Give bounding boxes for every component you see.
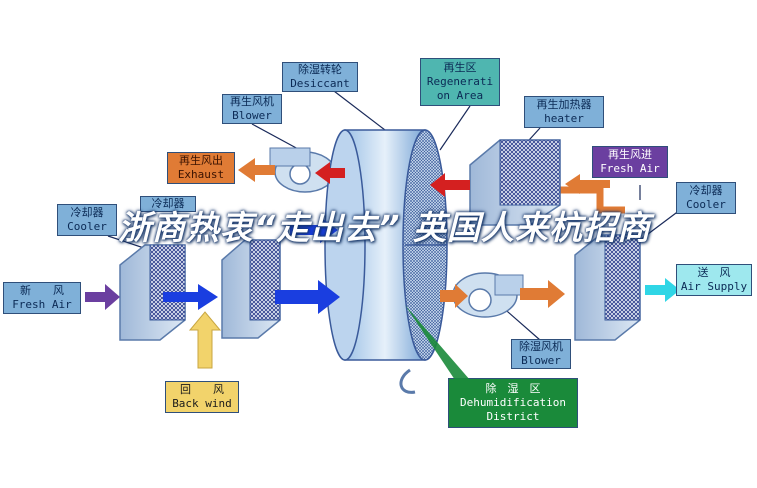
air-supply-arrow [645, 278, 680, 302]
air-supply-label: 送 风 Air Supply [676, 264, 752, 296]
cooler-right-label-en: Cooler [686, 198, 726, 211]
fresh-air-label-en: Fresh Air [12, 298, 72, 311]
regen-area-label-en2: on Area [436, 89, 484, 102]
regen-heater-label-zh: 再生加热器 [536, 98, 592, 111]
regen-heater-label: 再生加热器 heater [524, 96, 604, 128]
fresh-air-label: 新 风 Fresh Air [3, 282, 81, 314]
fresh-air-arrow [85, 284, 120, 310]
cooler-right-unit [574, 234, 641, 341]
exhaust-label-en: Exhaust [177, 168, 225, 181]
cooler-mid-label-zh: 冷却器 [151, 197, 185, 210]
dehum-out-arrow-1 [440, 284, 468, 308]
exhaust-arrow [238, 158, 275, 182]
regen-blower-label-zh: 再生风机 [230, 95, 274, 108]
exhaust-label: 再生风出 Exhaust [167, 152, 235, 184]
cooler-right-label: 冷却器 Cooler [676, 182, 736, 214]
desiccant-label-en: Desiccant [290, 77, 350, 90]
desiccant-label-zh: 除湿转轮 [298, 63, 342, 76]
air-supply-label-zh: 送 风 [697, 266, 731, 279]
cooler-mid-unit [221, 239, 281, 339]
process-arrow-3 [290, 217, 338, 243]
regen-in-arrow [430, 173, 470, 197]
regen-area-label: 再生区 Regenerati on Area [420, 58, 500, 106]
cooler-mid-label: 冷却器 [140, 196, 196, 212]
dehum-district-label-zh: 除 湿 区 [485, 382, 541, 395]
regen-out-arrow [315, 162, 345, 184]
process-arrow-2 [275, 280, 340, 314]
regen-blower-label: 再生风机 Blower [222, 94, 282, 124]
flow-arrows [85, 158, 680, 369]
cooler-right-label-zh: 冷却器 [689, 184, 723, 197]
cooler-left-label-en: Cooler [67, 220, 107, 233]
cooler-left-label-zh: 冷却器 [70, 206, 104, 219]
desiccant-label: 除湿转轮 Desiccant [282, 62, 358, 92]
air-supply-label-en: Air Supply [680, 280, 748, 293]
dehum-blower-label-zh: 除湿风机 [519, 340, 563, 353]
regen-fresh-air-label-zh: 再生风进 [608, 148, 652, 161]
process-arrow-1 [163, 284, 218, 310]
cooler-left-label: 冷却器 Cooler [57, 204, 117, 236]
fresh-air-label-zh: 新 风 [20, 284, 64, 297]
regen-blower-label-en: Blower [232, 109, 272, 122]
dehum-district-label: 除 湿 区 Dehumidification District [448, 378, 578, 428]
regen-fresh-air-label: 再生风进 Fresh Air [592, 146, 668, 178]
back-wind-arrow [188, 311, 222, 369]
dehum-blower-label: 除湿风机 Blower [511, 339, 571, 369]
dehum-district-label-en2: District [486, 410, 540, 423]
regen-heater-unit [469, 139, 561, 226]
back-wind-label: 回 风 Back wind [165, 381, 239, 413]
watermark-caption: 浙商热衷“走出去” 英国人来杭招商 [118, 208, 651, 247]
cooler-left-unit [119, 244, 186, 341]
regen-area-label-en1: Regenerati [426, 75, 494, 88]
dehum-district-label-en1: Dehumidification [460, 396, 566, 409]
regen-heater-label-en: heater [544, 112, 584, 125]
back-wind-label-zh: 回 风 [180, 383, 224, 396]
regen-area-label-zh: 再生区 [443, 61, 477, 74]
leader-lines [107, 87, 681, 341]
regen-fresh-air-arrow [565, 174, 610, 194]
exhaust-label-zh: 再生风出 [179, 154, 223, 167]
regen-fresh-air-label-en: Fresh Air [600, 162, 660, 175]
dehum-blower-label-en: Blower [521, 354, 561, 367]
dehum-out-arrow-2 [520, 280, 565, 308]
back-wind-label-en: Back wind [172, 397, 232, 410]
